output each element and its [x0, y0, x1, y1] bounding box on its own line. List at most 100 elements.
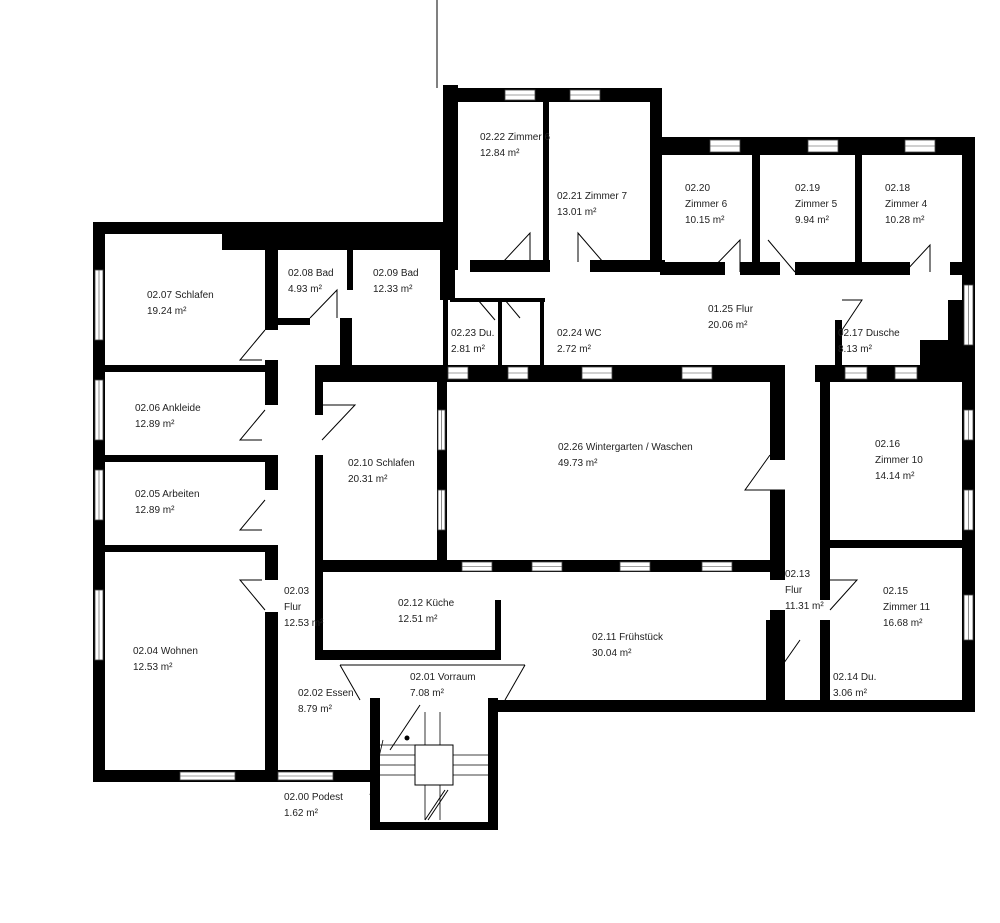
wall	[265, 360, 278, 405]
room-area: 20.06 m²	[708, 320, 748, 331]
room-area: 12.33 m²	[373, 284, 413, 295]
wall	[105, 365, 265, 372]
room-number: 02.16	[875, 439, 900, 450]
wall	[265, 455, 278, 490]
room-number: 02.03	[284, 586, 309, 597]
room-number: 02.15	[883, 586, 908, 597]
room-number: 02.02	[298, 688, 323, 699]
wall	[766, 620, 772, 700]
room-area: 10.15 m²	[685, 215, 725, 226]
room-name: Du.	[479, 328, 495, 339]
wall	[820, 620, 830, 700]
wall	[948, 300, 962, 370]
wall	[770, 365, 785, 460]
room-name: Zimmer 4	[885, 199, 928, 210]
door-swing	[767, 239, 796, 273]
room-name: Zimmer 5	[795, 199, 838, 210]
wall	[650, 88, 662, 148]
room-number: 02.05	[135, 489, 160, 500]
room-area: 20.31 m²	[348, 474, 388, 485]
wall	[315, 455, 323, 650]
room-area: 13.01 m²	[557, 207, 597, 218]
room-area: 4.93 m²	[288, 284, 323, 295]
wall	[222, 222, 445, 250]
room-name: Bad	[401, 268, 419, 279]
wall	[105, 455, 265, 462]
door-swing	[502, 231, 531, 263]
wall	[855, 262, 910, 275]
room-label: 02.08 Bad 4.93 m²	[288, 268, 334, 295]
room-label: 02.21 Zimmer 713.01 m²	[557, 191, 627, 218]
wall	[495, 600, 501, 660]
room-number: 02.07	[147, 290, 172, 301]
wall	[278, 318, 310, 325]
door-swing	[708, 238, 741, 273]
room-name: WC	[585, 328, 602, 339]
room-number: 02.00	[284, 792, 309, 803]
room-area: 14.14 m²	[875, 471, 915, 482]
room-name: Bad	[316, 268, 334, 279]
wall	[855, 150, 862, 272]
room-label: 02.14 Du.3.06 m²	[833, 672, 876, 699]
wall	[347, 250, 353, 290]
wall	[650, 137, 662, 272]
room-number: 02.11	[592, 632, 617, 643]
wall	[770, 610, 785, 700]
door-swing	[309, 288, 338, 319]
room-number: 02.10	[348, 458, 373, 469]
wall	[265, 545, 278, 580]
windows	[94, 89, 974, 781]
wall	[470, 260, 550, 272]
wall	[437, 380, 447, 560]
room-name: Wintergarten / Waschen	[586, 442, 693, 453]
room-title: 02.22 Zimmer 6	[480, 132, 550, 143]
room-label: 02.23 Du.2.81 m²	[451, 328, 494, 355]
wall	[835, 320, 842, 370]
walls	[93, 0, 975, 830]
room-number: 02.26	[558, 442, 583, 453]
wall	[370, 698, 380, 830]
staircase	[369, 704, 488, 821]
wall	[443, 300, 448, 365]
room-area: 2.72 m²	[557, 344, 592, 355]
wall	[820, 370, 830, 600]
door-swing	[504, 664, 526, 701]
room-label: 02.06 Ankleide 12.89 m²	[135, 403, 201, 430]
room-title: 02.11 Frühstück	[592, 632, 664, 643]
room-title: 01.25 Flur	[708, 304, 754, 315]
room-number: 02.22	[480, 132, 505, 143]
room-title: 02.06 Ankleide	[135, 403, 201, 414]
wall	[443, 88, 662, 102]
room-title: 02.05 Arbeiten	[135, 489, 200, 500]
room-number: 01.25	[708, 304, 733, 315]
door-swing	[321, 404, 357, 441]
doors	[238, 231, 931, 701]
wall	[315, 650, 500, 660]
wall	[370, 822, 498, 830]
wall	[450, 298, 545, 302]
room-number: 02.13	[785, 569, 810, 580]
room-number: 02.08	[288, 268, 313, 279]
room-label: 02.22 Zimmer 612.84 m²	[480, 132, 550, 159]
room-title: 02.14 Du.	[833, 672, 876, 683]
wall	[315, 365, 323, 415]
door-swing	[238, 329, 266, 361]
door-swing	[577, 231, 604, 263]
wall	[488, 698, 498, 830]
room-name: Flur	[284, 602, 302, 613]
room-title: 02.23 Du.	[451, 328, 494, 339]
room-area: 12.89 m²	[135, 419, 175, 430]
door-swing	[339, 664, 361, 701]
